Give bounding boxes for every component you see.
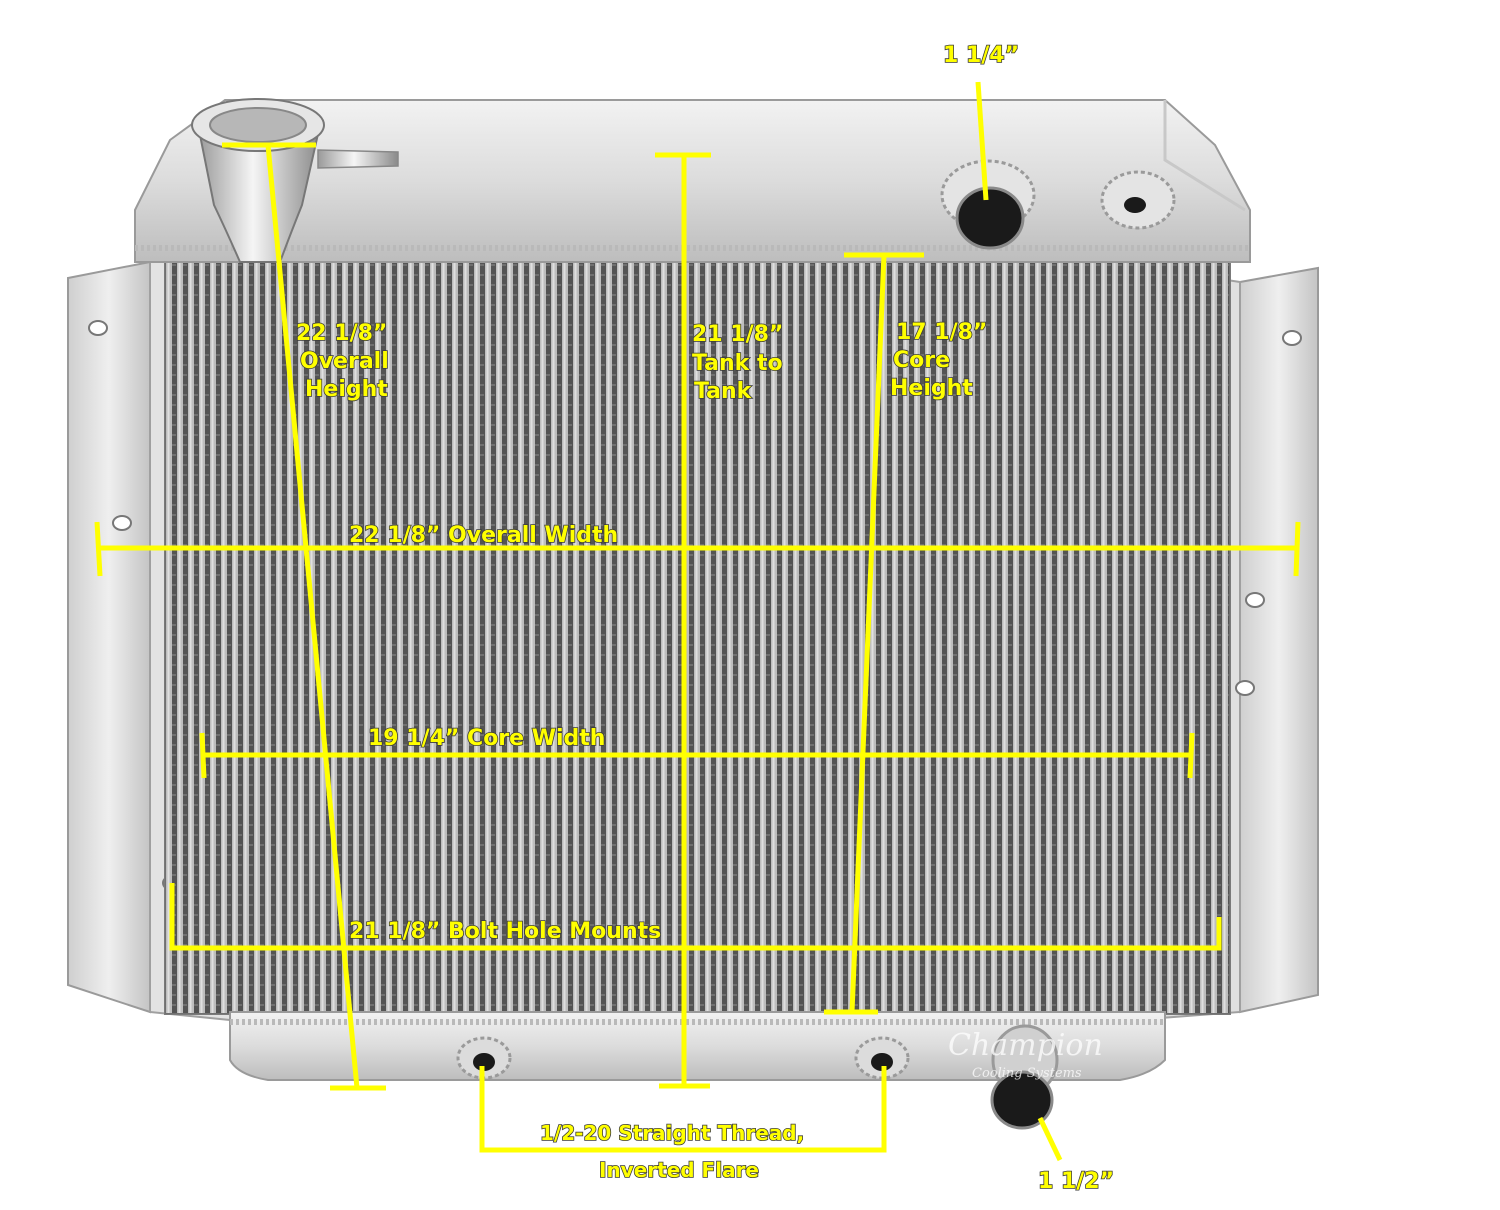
bolt-hole <box>112 515 132 531</box>
lower-hose-leader <box>1037 1116 1063 1162</box>
bolt-hole <box>1282 330 1302 346</box>
overall-height-value: 22 1/8” <box>296 321 387 346</box>
core-height-line2: Height <box>890 376 973 401</box>
dimension-overlay <box>94 81 1301 1162</box>
lower-hose-outlet <box>990 1024 1059 1130</box>
bolt-hole <box>1245 592 1265 608</box>
core-height-value: 17 1/8” <box>896 320 987 345</box>
upper-hose-leader <box>975 81 989 201</box>
brand-name: Champion <box>948 1028 1103 1063</box>
upper-hose-label: 1 1/4” <box>943 43 1019 68</box>
overall-width-dimension <box>94 521 1301 577</box>
bolt-hole-dimension <box>169 883 1222 951</box>
core-height-line1: Core <box>893 348 950 373</box>
temperature-sensor-bung <box>1100 170 1176 230</box>
bolt-hole <box>1235 680 1255 696</box>
overall-height-line2: Height <box>305 377 388 402</box>
tank-to-tank-line1: Tank to <box>692 351 783 376</box>
tank-to-tank-line2: Tank <box>694 379 753 404</box>
trans-thread-line2: Inverted Flare <box>599 1158 759 1182</box>
core-width-dimension <box>199 732 1195 779</box>
tank-to-tank-value: 21 1/8” <box>692 322 783 347</box>
trans-thread-line1: 1/2-20 Straight Thread, <box>540 1121 804 1145</box>
lower-hose-label: 1 1/2” <box>1038 1169 1114 1194</box>
bolt-hole <box>88 320 108 336</box>
core-height-dimension <box>824 252 924 1015</box>
filler-neck <box>191 98 399 263</box>
tank-to-tank-dimension <box>655 152 711 1089</box>
trans-cooler-dimension <box>479 1066 887 1153</box>
overall-height-dimension <box>222 142 386 1091</box>
trans-cooler-fitting-right <box>854 1036 910 1080</box>
brand-watermark: Champion Cooling Systems <box>948 1028 1103 1081</box>
overall-width-label: 22 1/8” Overall Width <box>349 523 618 548</box>
core-width-label: 19 1/4” Core Width <box>368 726 605 751</box>
dimension-labels: 1 1/4” 1 1/2” 22 1/8” Overall Height 21 … <box>295 42 1115 1195</box>
overall-height-line1: Overall <box>300 349 389 374</box>
bolt-hole-label: 21 1/8” Bolt Hole Mounts <box>349 919 661 944</box>
brand-tagline: Cooling Systems <box>972 1066 1082 1081</box>
